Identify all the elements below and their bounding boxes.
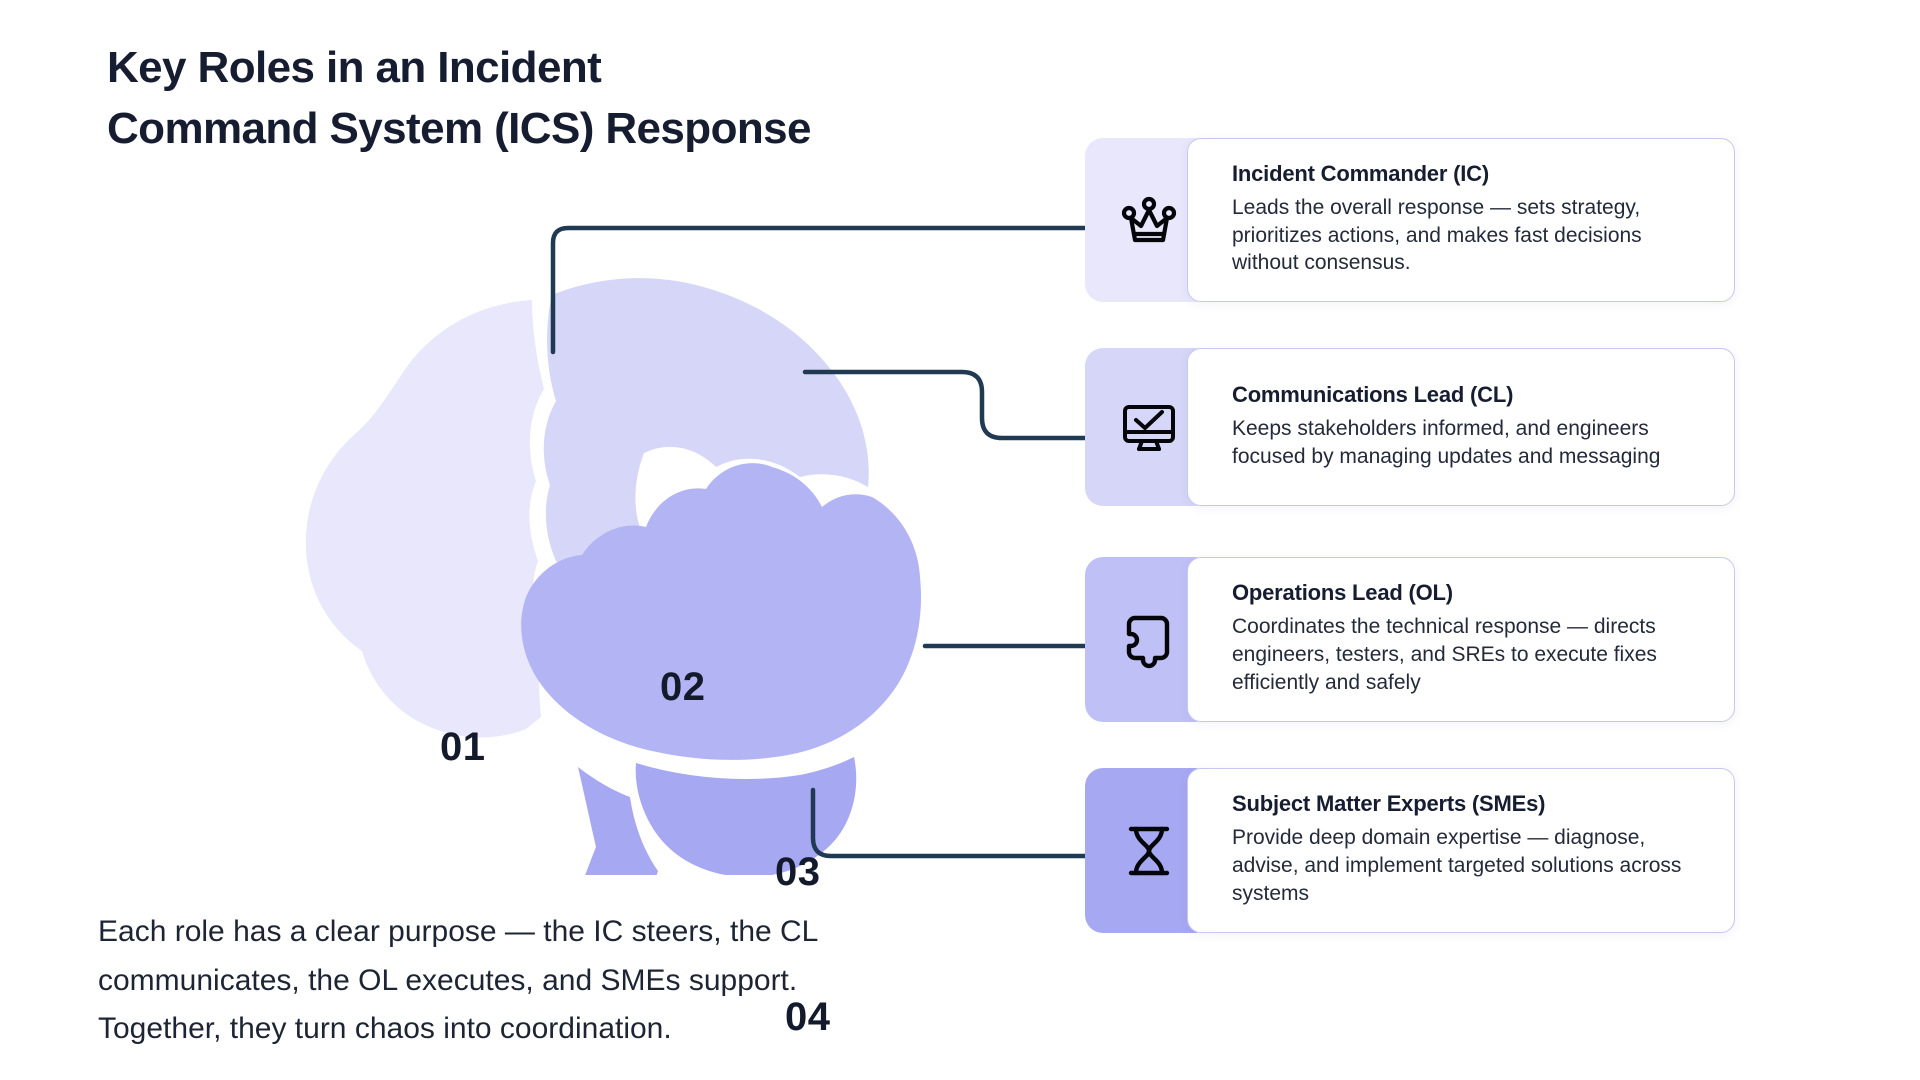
monitor-check-icon: [1117, 395, 1181, 459]
brain-region-03: [521, 463, 921, 760]
role-card-3[interactable]: Operations Lead (OL) Coordinates the tec…: [1085, 557, 1735, 722]
brain-label-03: 03: [775, 850, 821, 894]
role-card-2[interactable]: Communications Lead (CL) Keeps stakehold…: [1085, 348, 1735, 506]
brain-region-01: [305, 300, 544, 738]
brain-region-04: [635, 757, 857, 875]
role-card-desc-3: Coordinates the technical response — dir…: [1232, 615, 1657, 694]
role-card-title-1: Incident Commander (IC): [1232, 160, 1489, 186]
role-card-body-3: Operations Lead (OL) Coordinates the tec…: [1187, 557, 1735, 722]
hourglass-icon: [1117, 819, 1181, 883]
role-card-title-4: Subject Matter Experts (SMEs): [1232, 791, 1546, 817]
role-card-desc-1: Leads the overall response — sets strate…: [1232, 195, 1642, 275]
role-card-4[interactable]: Subject Matter Experts (SMEs) Provide de…: [1085, 768, 1735, 933]
brain-stem: [578, 767, 658, 875]
role-card-body-4: Subject Matter Experts (SMEs) Provide de…: [1187, 768, 1735, 933]
page-title: Key Roles in an Incident Command System …: [107, 43, 811, 153]
role-card-1[interactable]: Incident Commander (IC) Leads the overal…: [1085, 138, 1735, 302]
role-card-body-2: Communications Lead (CL) Keeps stakehold…: [1187, 348, 1735, 506]
role-card-desc-4: Provide deep domain expertise — diagnose…: [1232, 826, 1682, 905]
brain-illustration: [305, 278, 921, 875]
summary-paragraph: Each role has a clear purpose — the IC s…: [98, 915, 819, 1046]
crown-icon: [1117, 188, 1181, 252]
brain-label-04: 04: [785, 995, 831, 1039]
role-card-title-2: Communications Lead (CL): [1232, 381, 1514, 407]
role-card-title-3: Operations Lead (OL): [1232, 580, 1453, 606]
brain-label-02: 02: [660, 665, 706, 709]
role-card-desc-2: Keeps stakeholders informed, and enginee…: [1232, 416, 1661, 468]
brain-label-01: 01: [440, 725, 486, 769]
brain-diagram: 01 02 03 04: [300, 265, 1020, 1039]
role-card-body-1: Incident Commander (IC) Leads the overal…: [1187, 138, 1735, 302]
puzzle-piece-icon: [1117, 608, 1181, 672]
